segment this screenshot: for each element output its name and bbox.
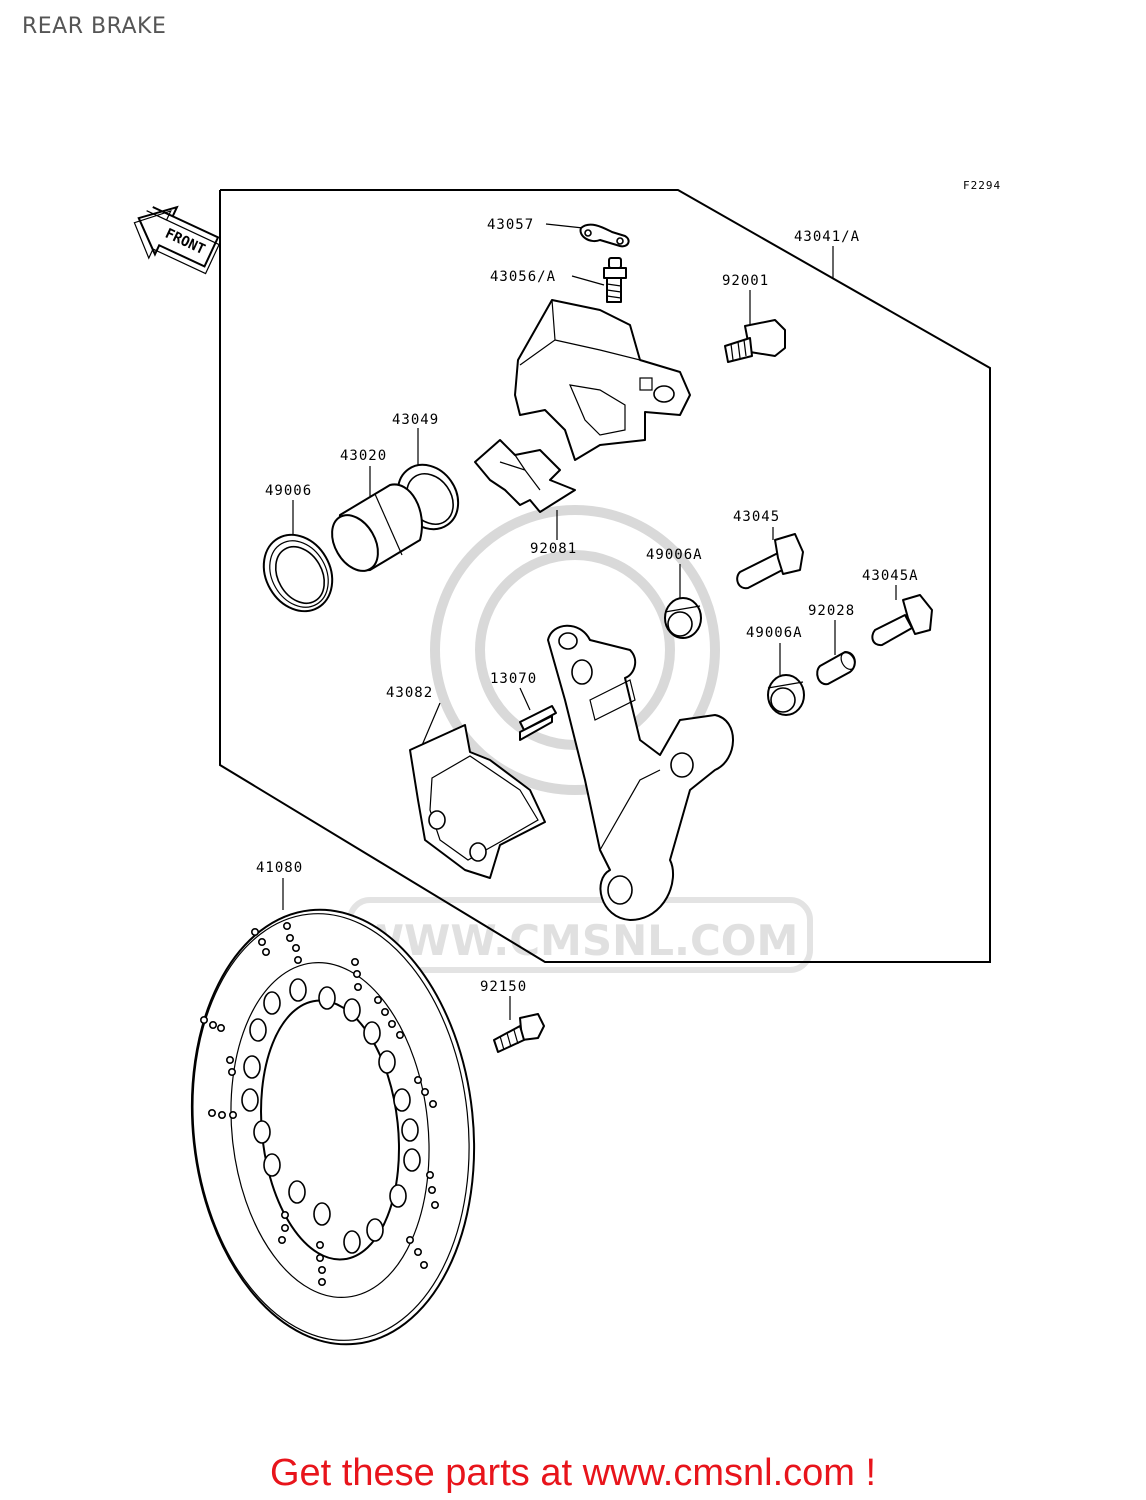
label-43045: 43045 bbox=[733, 509, 780, 525]
label-92150: 92150 bbox=[480, 979, 527, 995]
disc-small-holes bbox=[200, 921, 439, 1287]
page-title: REAR BRAKE bbox=[22, 14, 167, 39]
piston-43020 bbox=[331, 483, 423, 572]
sleeve-92028 bbox=[816, 651, 856, 686]
slide-pin-43045a bbox=[871, 594, 933, 647]
assembly-group-outline bbox=[219, 189, 991, 963]
watermark-logo bbox=[347, 505, 813, 973]
label-43056: 43056/A bbox=[490, 269, 556, 285]
front-arrow-icon: FRONT bbox=[133, 205, 220, 275]
label-49006a-upper: 49006A bbox=[646, 547, 703, 563]
label-92028: 92028 bbox=[808, 603, 855, 619]
label-49006a-lower: 49006A bbox=[746, 625, 803, 641]
brake-disc-41080 bbox=[190, 908, 476, 1346]
bolt-92001 bbox=[724, 319, 786, 363]
spring-13070 bbox=[519, 705, 557, 741]
disc-bolt-92150 bbox=[493, 1013, 545, 1053]
get-parts-link[interactable]: Get these parts at www.cmsnl.com ! bbox=[269, 1452, 877, 1494]
label-43057: 43057 bbox=[487, 217, 534, 233]
caliper-bracket bbox=[547, 624, 734, 921]
bleeder-valve-43056 bbox=[603, 257, 627, 303]
disc-large-holes bbox=[241, 978, 421, 1254]
label-43049: 43049 bbox=[392, 412, 439, 428]
label-92001: 92001 bbox=[722, 273, 769, 289]
label-92081: 92081 bbox=[530, 541, 577, 557]
brake-pad-43082 bbox=[409, 724, 546, 879]
label-43041: 43041/A bbox=[794, 229, 860, 245]
label-49006: 49006 bbox=[265, 483, 312, 499]
bleeder-cap-43057 bbox=[579, 223, 630, 248]
label-43082: 43082 bbox=[386, 685, 433, 701]
caliper-body-43041 bbox=[514, 299, 691, 461]
label-13070: 13070 bbox=[490, 671, 537, 687]
rubber-boot-49006a-lower bbox=[767, 674, 805, 716]
label-43045a: 43045A bbox=[862, 568, 919, 584]
label-41080: 41080 bbox=[256, 860, 303, 876]
rubber-boot-49006a-upper bbox=[664, 597, 702, 639]
dust-seal-49006 bbox=[262, 533, 334, 613]
watermark-text: WWW.CMSNL.COM bbox=[358, 916, 799, 965]
leader-lines bbox=[282, 223, 897, 1020]
pad-spring-92081 bbox=[474, 439, 576, 513]
label-43020: 43020 bbox=[340, 448, 387, 464]
figure-code: F2294 bbox=[963, 179, 1001, 192]
slide-pin-43045 bbox=[736, 533, 804, 590]
